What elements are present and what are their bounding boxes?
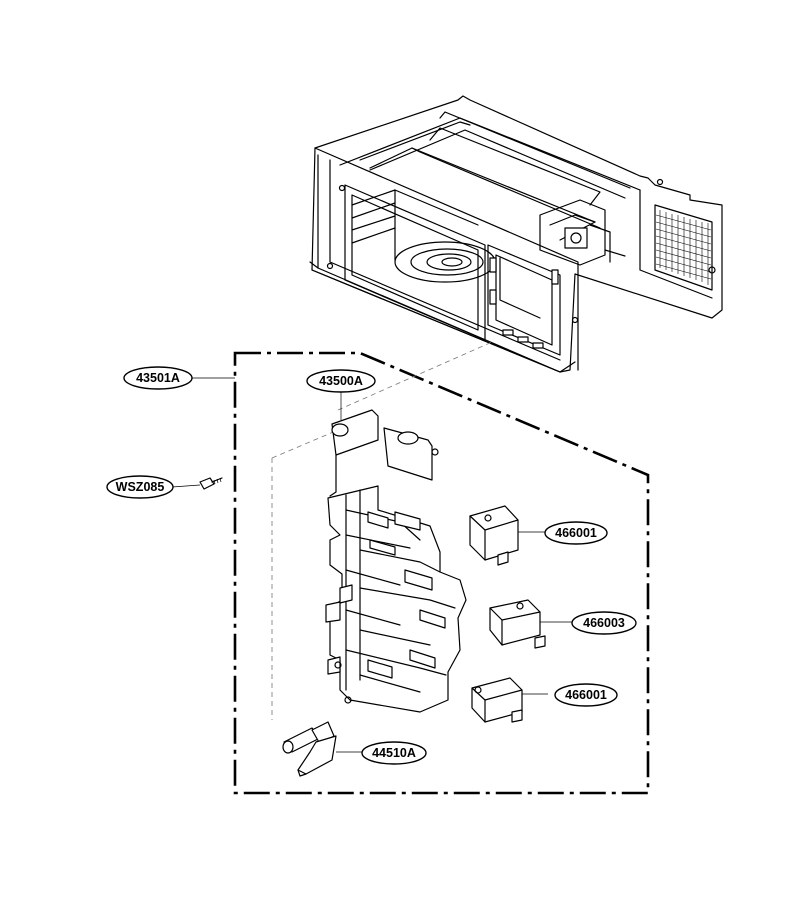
callout-screw-text: WSZ085	[116, 480, 165, 494]
ventilation-grille	[655, 210, 712, 285]
callout-switch-middle: 466003	[571, 611, 637, 635]
callout-screw: WSZ085	[106, 475, 174, 499]
callout-door-lever-text: 44510A	[372, 746, 416, 760]
callout-door-frame-assembly-text: 43501A	[136, 371, 180, 385]
latch-board	[325, 409, 467, 713]
callout-door-lever: 44510A	[361, 741, 427, 765]
screw	[171, 477, 223, 490]
callout-door-frame-assembly: 43501A	[123, 366, 193, 390]
microwave-cavity-chassis	[309, 95, 723, 373]
assembly-leader-upper	[337, 341, 493, 411]
assembly-leader-lower	[271, 429, 339, 459]
assembly-boundary	[233, 351, 650, 795]
callout-latch-board: 43500A	[306, 369, 376, 393]
switch-upper	[469, 505, 545, 566]
switch-lower	[471, 677, 548, 723]
callout-switch-upper: 466001	[544, 521, 608, 545]
callout-switch-lower-text: 466001	[565, 688, 607, 702]
door-lever	[282, 721, 362, 777]
switch-middle	[489, 599, 572, 649]
callout-switch-lower: 466001	[554, 683, 618, 707]
callout-switch-middle-text: 466003	[583, 616, 625, 630]
callout-latch-board-text: 43500A	[319, 374, 363, 388]
callout-switch-upper-text: 466001	[555, 526, 597, 540]
